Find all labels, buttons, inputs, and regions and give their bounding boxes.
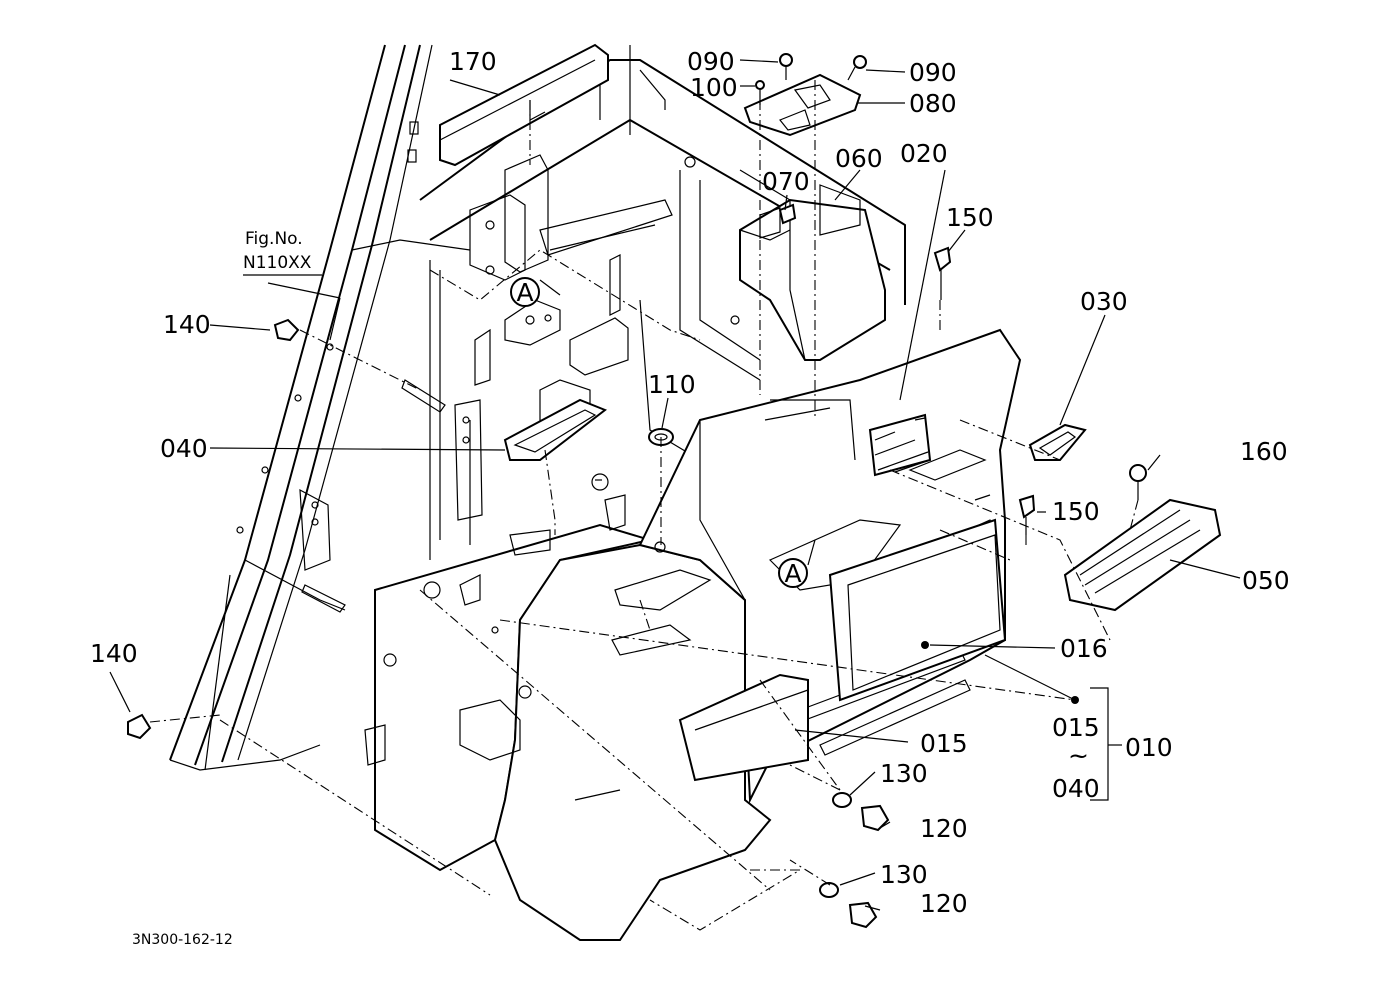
callout-030: 030 (1080, 287, 1128, 316)
callout-090-left: 090 (687, 47, 735, 76)
set-group-number: 010 (1125, 733, 1173, 762)
part-040-grommet (503, 398, 608, 461)
fig-no-label: Fig.No. (245, 229, 303, 249)
callout-160: 160 (1240, 437, 1288, 466)
set-group: 015 ~ 040 010 (1052, 713, 1173, 803)
callout-060: 060 (835, 144, 883, 173)
view-marker-a-lower: A (778, 558, 808, 588)
view-marker-label: A (516, 278, 533, 307)
view-marker-label: A (784, 559, 801, 588)
callout-015: 015 (920, 729, 968, 758)
drawing-code: 3N300-162-12 (132, 932, 233, 948)
fig-no-value: N110XX (243, 253, 312, 273)
callout-120-upper: 120 (920, 814, 968, 843)
callout-050: 050 (1242, 566, 1290, 595)
part-060-box (739, 184, 886, 361)
figure-reference: Fig.No. N110XX 3N300-162-12 (132, 229, 322, 948)
callout-130-lower: 130 (880, 860, 928, 889)
part-016-decal (828, 518, 1007, 702)
fasteners (127, 53, 1147, 929)
callout-090-right: 090 (909, 58, 957, 87)
callout-labels: 170 090 100 090 080 070 060 020 150 150 … (90, 47, 1290, 918)
set-group-from: 015 (1052, 713, 1100, 742)
callout-140-lower: 140 (90, 639, 138, 668)
callout-120-lower: 120 (920, 889, 968, 918)
callout-140-upper: 140 (163, 310, 211, 339)
callout-150-upper: 150 (946, 203, 994, 232)
callout-110: 110 (648, 370, 696, 399)
view-marker-a-upper: A (510, 277, 540, 307)
callout-080: 080 (909, 89, 957, 118)
set-group-tilde: ~ (1068, 741, 1089, 770)
callout-040: 040 (160, 434, 208, 463)
callout-070: 070 (762, 167, 810, 196)
part-020-label (868, 413, 932, 477)
cabin-frame (169, 44, 471, 771)
set-group-to: 040 (1052, 774, 1100, 803)
callout-016: 016 (1060, 634, 1108, 663)
assembly-lines (149, 80, 1139, 931)
callout-150-lower: 150 (1052, 497, 1100, 526)
callout-170: 170 (449, 47, 497, 76)
part-050-step (1063, 498, 1222, 612)
part-080-plate (743, 73, 862, 137)
callout-130-upper: 130 (880, 759, 928, 788)
part-030-grommet (1028, 423, 1087, 461)
callout-020: 020 (900, 139, 948, 168)
leader-lines (109, 59, 1241, 911)
callout-100: 100 (690, 73, 738, 102)
